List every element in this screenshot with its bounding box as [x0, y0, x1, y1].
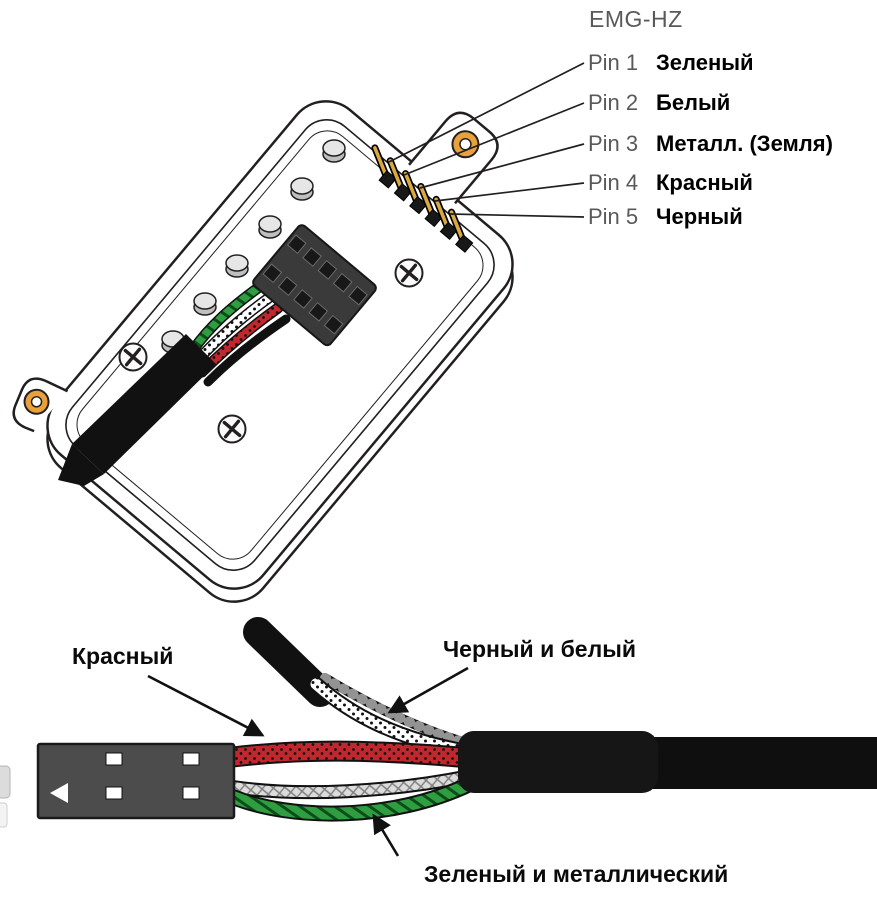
- grommet-hole-top: [459, 137, 472, 151]
- metallic-strand: [228, 771, 475, 798]
- leader-pin-3: [419, 143, 585, 189]
- cable-illustration: [0, 617, 877, 828]
- header-pin: [432, 195, 459, 241]
- pin-5-label: Pin 5: [588, 204, 638, 229]
- screen-edge-artifact: [0, 765, 11, 828]
- device-illustration: [12, 100, 514, 603]
- header-pin: [402, 170, 428, 215]
- pin-2-wire: Белый: [656, 90, 730, 115]
- arrow-green-metallic: [372, 813, 400, 857]
- cable-sleeve: [58, 334, 216, 486]
- callout-green-metallic: Зеленый и металлический: [424, 861, 728, 887]
- header-pin: [417, 182, 443, 228]
- cable-jacket: [645, 737, 877, 789]
- connector-triangle-mark: [50, 783, 68, 803]
- leader-pin-1: [388, 62, 585, 163]
- red-strand-group: [231, 740, 471, 769]
- black-wire: [203, 314, 291, 387]
- connector-key-hole: [182, 752, 200, 766]
- leader-pin-2: [403, 102, 585, 176]
- arrow-black-white: [387, 666, 469, 714]
- connector-key-hole: [105, 786, 123, 800]
- metallic-strand-group: [226, 769, 477, 800]
- pinout-callouts: EMG-HZ Pin 1 Зеленый Pin 2 Белый Pin 3 М…: [388, 6, 833, 229]
- black-strand-texture: [320, 673, 475, 749]
- standoff-posts: [161, 139, 346, 354]
- device-title: EMG-HZ: [589, 6, 683, 32]
- pin-3-wire: Металл. (Земля): [656, 131, 833, 156]
- green-wire: [189, 281, 266, 354]
- pin-4-label: Pin 4: [588, 170, 638, 195]
- pin-3-label: Pin 3: [588, 131, 638, 156]
- phillips-screw: [118, 342, 148, 372]
- callout-red: Красный: [72, 643, 173, 669]
- pin-5-wire: Черный: [656, 204, 743, 229]
- connector-key-hole: [105, 752, 123, 766]
- pin-1-label: Pin 1: [588, 50, 638, 75]
- standoff: [258, 215, 282, 239]
- pin-header: [371, 144, 474, 253]
- cable-boot: [458, 731, 658, 793]
- cable-connector: [36, 742, 236, 820]
- pin-1-wire: Зеленый: [656, 50, 754, 75]
- connector-key-hole: [182, 786, 200, 800]
- device-enclosure: [12, 100, 514, 603]
- standoff: [322, 139, 346, 163]
- leader-pin-4: [434, 182, 585, 202]
- inner-contour-outer: [65, 119, 495, 571]
- arrow-red: [147, 674, 265, 737]
- header-pin: [371, 144, 397, 189]
- phillips-screw: [217, 414, 247, 444]
- green-strand-group: [225, 776, 478, 822]
- board-components: [252, 144, 474, 347]
- header-pin: [448, 208, 474, 253]
- standoff: [225, 254, 249, 278]
- black-white-pair: [308, 673, 478, 760]
- mounting-tab-bottom: [12, 377, 69, 433]
- standoff: [193, 292, 217, 316]
- pin-4-wire: Красный: [656, 170, 753, 195]
- screws: [118, 258, 424, 444]
- idc-holes: [262, 234, 368, 335]
- mounting-tab-top: [408, 111, 499, 205]
- leader-pin-5: [449, 213, 585, 218]
- header-pin: [386, 157, 413, 202]
- idc-connector: [252, 224, 377, 347]
- standoff: [290, 177, 314, 201]
- cable-callouts: Красный Черный и белый Зеленый и металли…: [72, 636, 728, 887]
- pin-2-label: Pin 2: [588, 90, 638, 115]
- grommet-hole-bottom: [30, 396, 43, 408]
- red-strand: [231, 742, 471, 767]
- green-strand: [227, 778, 476, 820]
- callout-black-white: Черный и белый: [443, 636, 636, 662]
- phillips-screw: [394, 258, 424, 288]
- main-cable: [458, 731, 877, 793]
